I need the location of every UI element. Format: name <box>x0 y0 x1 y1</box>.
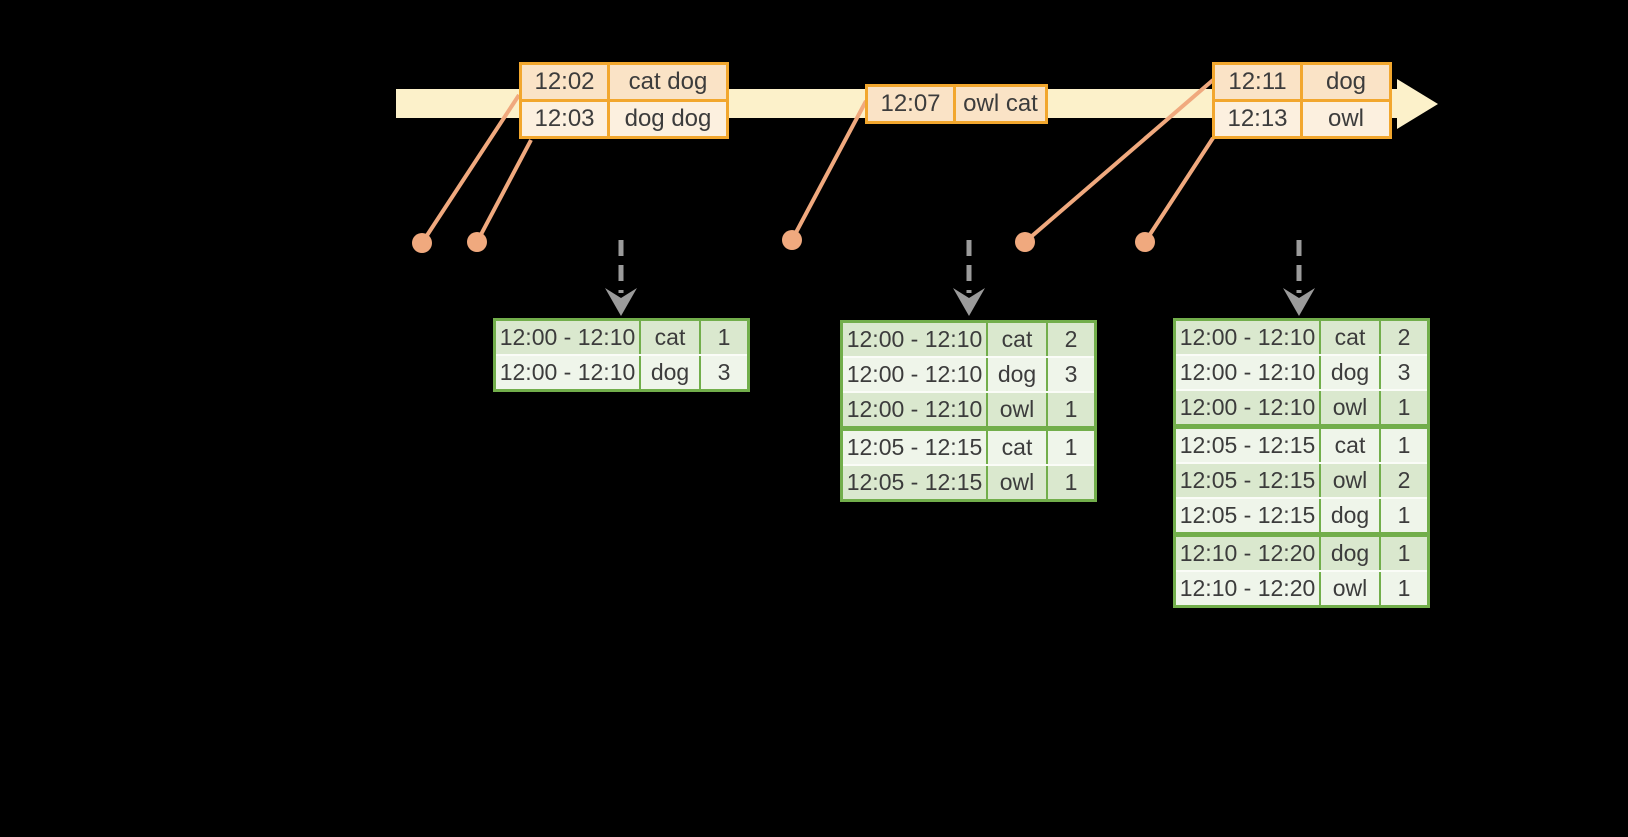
window-cell: 12:00 - 12:10 <box>843 393 988 426</box>
event-words-cell: cat dog <box>610 65 726 99</box>
window-cell: 12:05 - 12:15 <box>1176 499 1321 532</box>
word-cell: owl <box>988 393 1048 426</box>
count-cell: 3 <box>701 356 747 389</box>
window-cell: 12:05 - 12:15 <box>843 466 988 499</box>
event-dot-4 <box>1015 232 1035 252</box>
event-time-cell: 12:07 <box>868 87 956 121</box>
word-cell: owl <box>1321 572 1381 605</box>
count-cell: 1 <box>1048 431 1094 464</box>
window-cell: 12:00 - 12:10 <box>1176 356 1321 389</box>
count-cell: 1 <box>1048 393 1094 426</box>
connector-line-3 <box>790 100 868 241</box>
window-cell: 12:00 - 12:10 <box>1176 391 1321 424</box>
count-cell: 1 <box>1381 391 1427 424</box>
trigger-arrow-3 <box>1283 240 1315 316</box>
event-dot-2 <box>467 232 487 252</box>
window-cell: 12:05 - 12:15 <box>1176 464 1321 497</box>
word-cell: dog <box>641 356 701 389</box>
event-dot-3 <box>782 230 802 250</box>
connector-line-5 <box>1143 136 1215 244</box>
count-cell: 1 <box>1381 572 1427 605</box>
count-cell: 2 <box>1048 323 1094 356</box>
count-cell: 1 <box>1048 466 1094 499</box>
event-time-cell: 12:02 <box>522 65 610 99</box>
event-time-cell: 12:13 <box>1215 102 1303 136</box>
word-cell: dog <box>988 358 1048 391</box>
window-cell: 12:00 - 12:10 <box>496 356 641 389</box>
window-cell: 12:10 - 12:20 <box>1176 572 1321 605</box>
event-time-cell: 12:03 <box>522 102 610 136</box>
event-dot-5 <box>1135 232 1155 252</box>
count-cell: 1 <box>1381 429 1427 462</box>
word-cell: dog <box>1321 356 1381 389</box>
word-cell: cat <box>1321 429 1381 462</box>
word-cell: dog <box>1321 537 1381 570</box>
trigger-arrow-2 <box>953 240 985 316</box>
word-cell: owl <box>988 466 1048 499</box>
word-cell: cat <box>988 323 1048 356</box>
window-cell: 12:00 - 12:10 <box>843 358 988 391</box>
window-cell: 12:00 - 12:10 <box>1176 321 1321 354</box>
count-cell: 2 <box>1381 464 1427 497</box>
count-cell: 3 <box>1048 358 1094 391</box>
count-cell: 1 <box>1381 537 1427 570</box>
count-cell: 1 <box>701 321 747 354</box>
word-cell: cat <box>1321 321 1381 354</box>
event-time-cell: 12:11 <box>1215 65 1303 99</box>
event-words-cell: dog <box>1303 65 1389 99</box>
event-words-cell: owl cat <box>956 87 1045 121</box>
trigger-arrow-1 <box>605 240 637 316</box>
connector-line-2 <box>475 139 533 243</box>
window-cell: 12:05 - 12:15 <box>1176 429 1321 462</box>
connector-line-1 <box>420 93 521 245</box>
count-cell: 2 <box>1381 321 1427 354</box>
word-cell: owl <box>1321 464 1381 497</box>
window-cell: 12:05 - 12:15 <box>843 431 988 464</box>
word-cell: cat <box>988 431 1048 464</box>
event-words-cell: dog dog <box>610 102 726 136</box>
connector-line-4 <box>1023 78 1215 244</box>
word-cell: dog <box>1321 499 1381 532</box>
event-words-cell: owl <box>1303 102 1389 136</box>
window-cell: 12:10 - 12:20 <box>1176 537 1321 570</box>
window-cell: 12:00 - 12:10 <box>843 323 988 356</box>
event-dot-1 <box>412 233 432 253</box>
word-cell: cat <box>641 321 701 354</box>
word-cell: owl <box>1321 391 1381 424</box>
timeline-arrowhead-icon <box>1397 79 1438 129</box>
count-cell: 1 <box>1381 499 1427 532</box>
count-cell: 3 <box>1381 356 1427 389</box>
window-cell: 12:00 - 12:10 <box>496 321 641 354</box>
